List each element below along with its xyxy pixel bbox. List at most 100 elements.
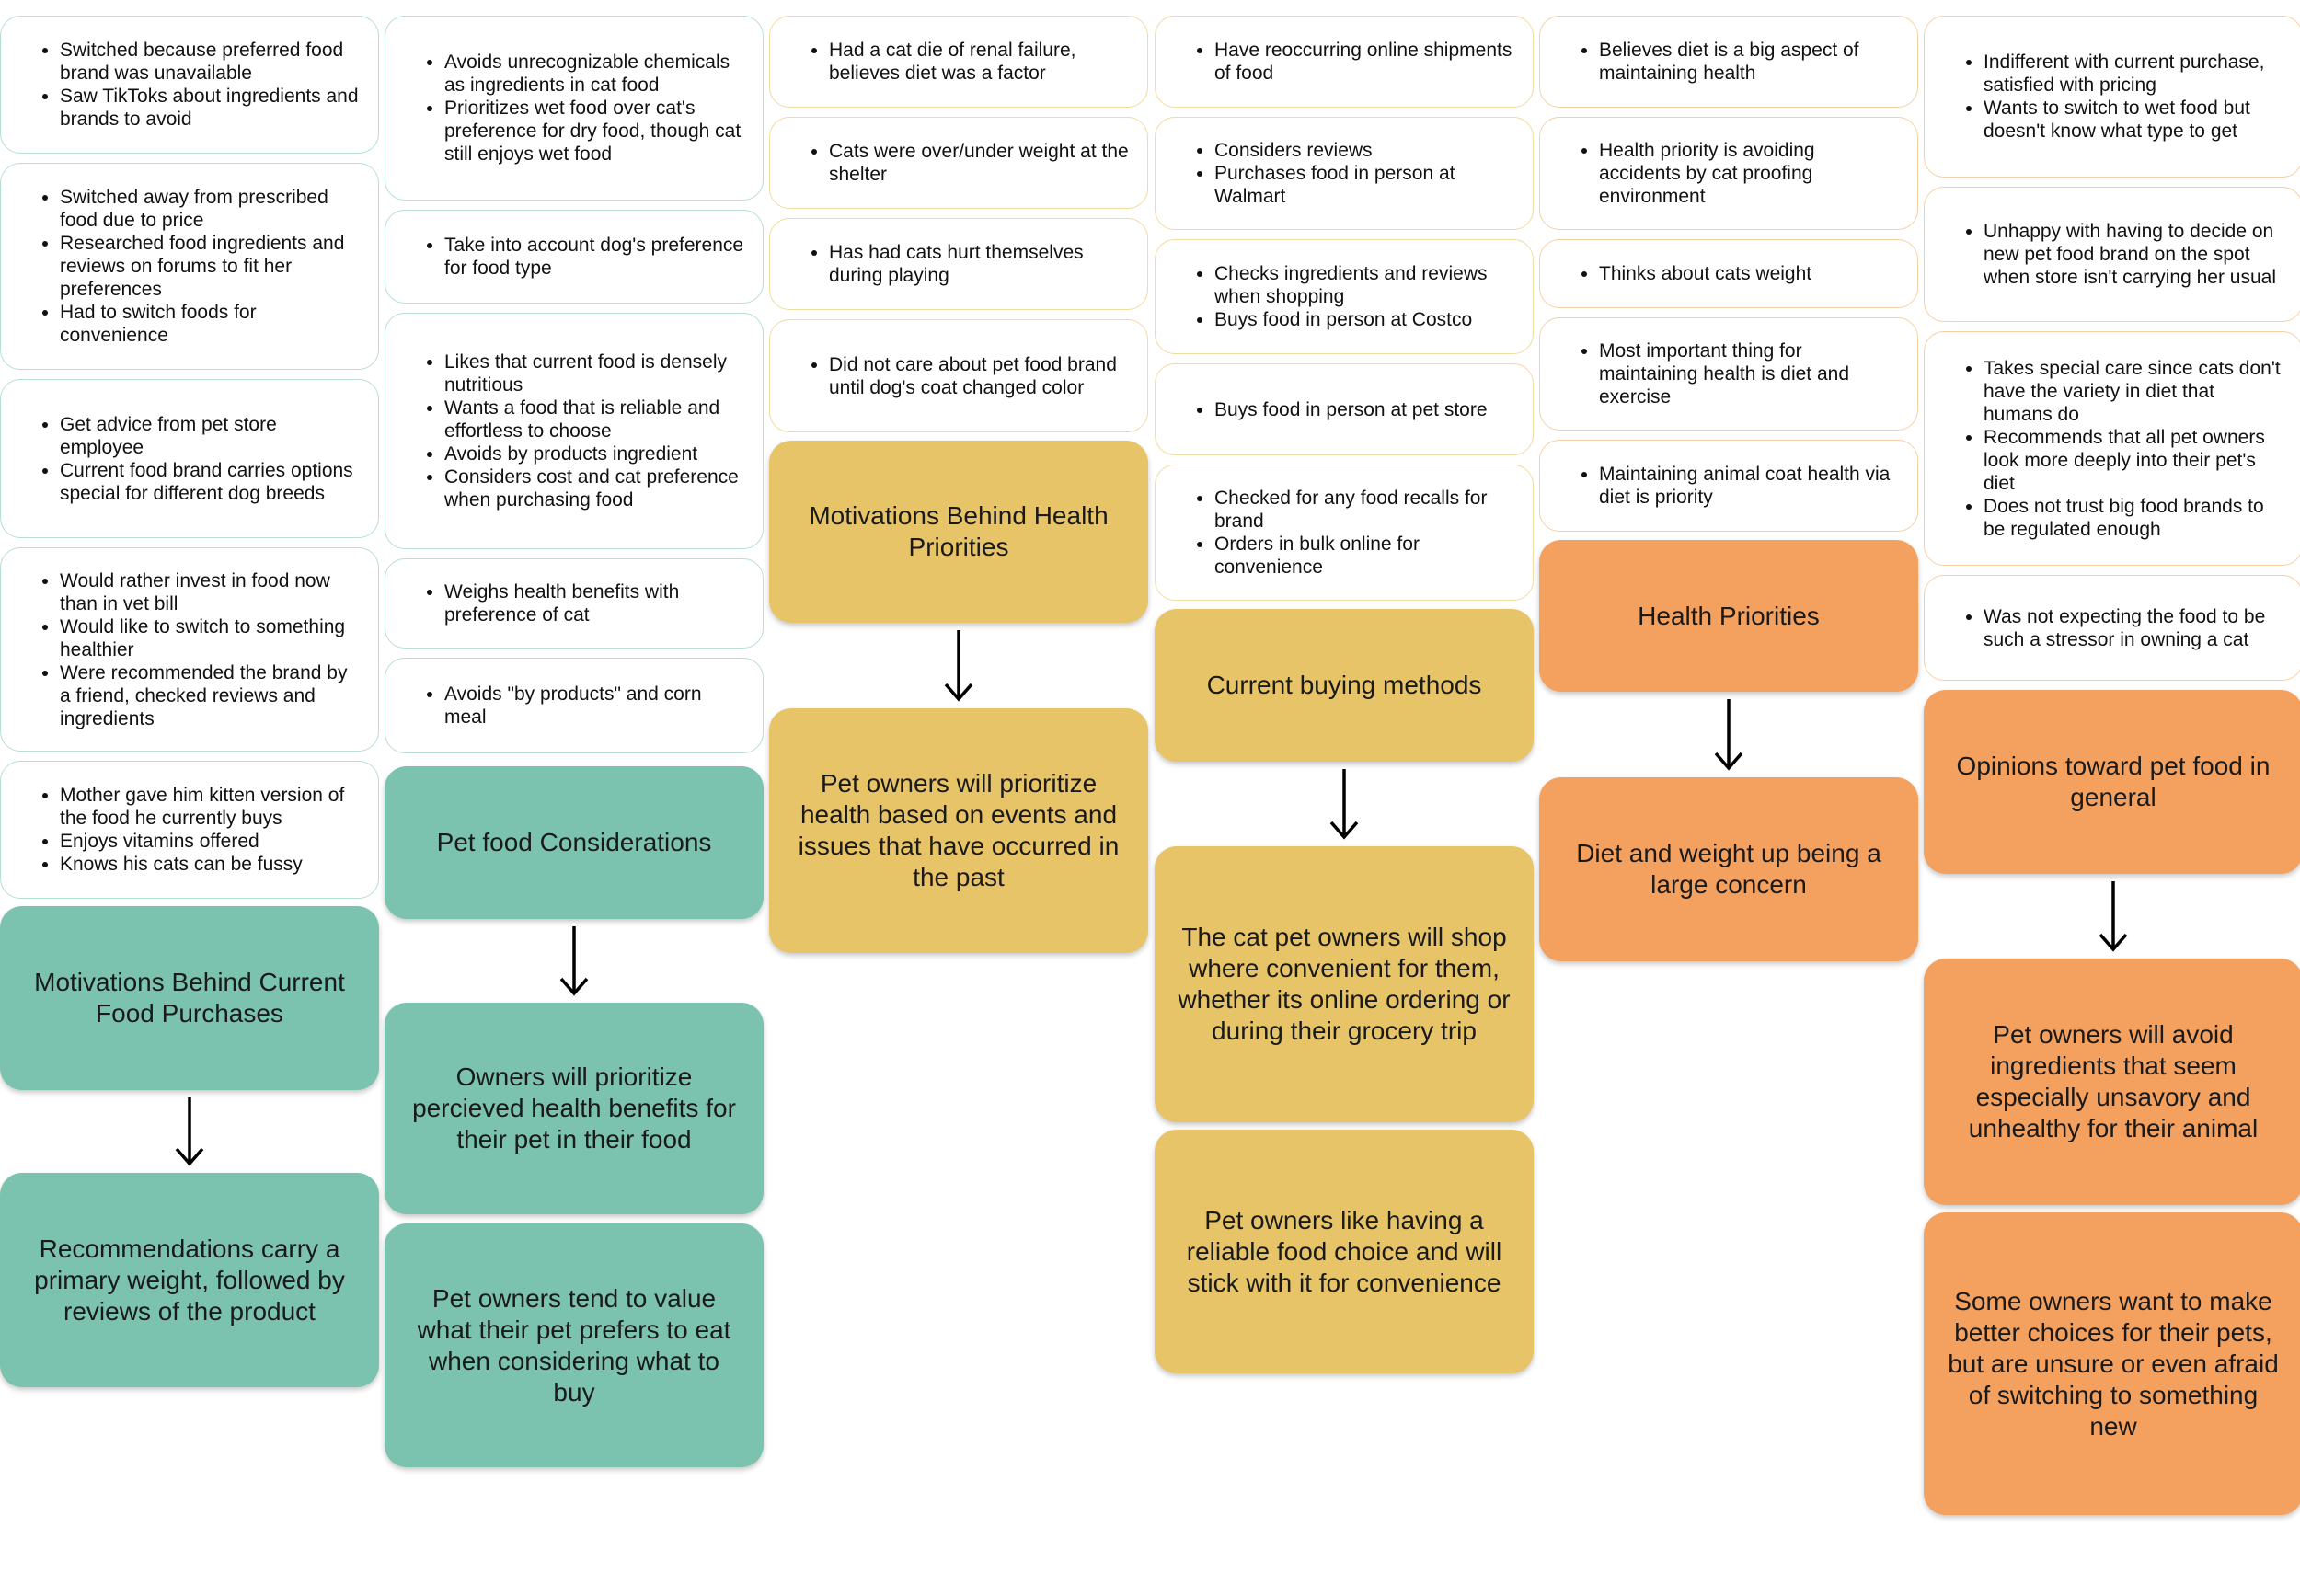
sticky-note[interactable]: Switched away from prescribed food due t… [0, 163, 379, 370]
down-arrow-icon [1155, 762, 1534, 846]
note-bullet-item: Purchases food in person at Walmart [1214, 162, 1516, 208]
note-bullet-item: Get advice from pet store employee [60, 413, 362, 459]
sticky-note[interactable]: Checked for any food recalls for brandOr… [1155, 465, 1534, 601]
cluster-header-label: Current buying methods [1206, 671, 1482, 699]
note-bullet-item: Did not care about pet food brand until … [829, 353, 1131, 399]
note-bullet-item: Would like to switch to something health… [60, 615, 362, 661]
sticky-note[interactable]: Would rather invest in food now than in … [0, 547, 379, 752]
note-bullet-item: Thinks about cats weight [1599, 262, 1811, 285]
cluster-header[interactable]: Motivations Behind Health Priorities [769, 441, 1148, 623]
insight-card[interactable]: Pet owners like having a reliable food c… [1155, 1130, 1534, 1373]
down-arrow-icon [1924, 874, 2300, 959]
insight-card[interactable]: Diet and weight up being a large concern [1539, 777, 1918, 961]
cluster-header[interactable]: Opinions toward pet food in general [1924, 690, 2300, 874]
sticky-note[interactable]: Have reoccurring online shipments of foo… [1155, 16, 1534, 108]
insight-card[interactable]: Some owners want to make better choices … [1924, 1212, 2300, 1515]
note-bullet-item: Was not expecting the food to be such a … [1984, 605, 2285, 651]
sticky-note[interactable]: Unhappy with having to decide on new pet… [1924, 187, 2300, 322]
sticky-note[interactable]: Has had cats hurt themselves during play… [769, 218, 1148, 310]
sticky-note[interactable]: Believes diet is a big aspect of maintai… [1539, 16, 1918, 108]
cluster-header[interactable]: Current buying methods [1155, 609, 1534, 762]
note-bullet-item: Considers cost and cat preference when p… [444, 465, 746, 511]
insight-text: Pet owners like having a reliable food c… [1186, 1205, 1502, 1297]
note-bullet-item: Recommends that all pet owners look more… [1984, 426, 2285, 495]
insight-card[interactable]: Pet owners tend to value what their pet … [385, 1223, 764, 1467]
note-bullet-item: Mother gave him kitten version of the fo… [60, 784, 362, 830]
cluster-header[interactable]: Health Priorities [1539, 540, 1918, 692]
cluster-header[interactable]: Pet food Considerations [385, 766, 764, 919]
insight-card[interactable]: The cat pet owners will shop where conve… [1155, 846, 1534, 1122]
sticky-note[interactable]: Weighs health benefits with preference o… [385, 558, 764, 649]
note-bullet-list: Avoids unrecognizable chemicals as ingre… [404, 51, 746, 166]
insight-card[interactable]: Recommendations carry a primary weight, … [0, 1173, 379, 1387]
note-bullet-list: Get advice from pet store employeeCurren… [19, 413, 362, 505]
down-arrow-icon [385, 919, 764, 1003]
note-bullet-list: Health priority is avoiding accidents by… [1558, 139, 1901, 208]
note-bullet-item: Checks ingredients and reviews when shop… [1214, 262, 1516, 308]
note-bullet-list: Buys food in person at pet store [1174, 398, 1488, 421]
note-bullet-list: Indifferent with current purchase, satis… [1943, 51, 2285, 143]
note-bullet-item: Were recommended the brand by a friend, … [60, 661, 362, 730]
sticky-note[interactable]: Take into account dog's preference for f… [385, 210, 764, 304]
sticky-note[interactable]: Indifferent with current purchase, satis… [1924, 16, 2300, 178]
note-bullet-item: Most important thing for maintaining hea… [1599, 339, 1901, 408]
note-bullet-list: Was not expecting the food to be such a … [1943, 605, 2285, 651]
note-bullet-list: Mother gave him kitten version of the fo… [19, 784, 362, 876]
sticky-note[interactable]: Takes special care since cats don't have… [1924, 331, 2300, 566]
insight-text: Some owners want to make better choices … [1948, 1286, 2279, 1441]
insight-card[interactable]: Owners will prioritize percieved health … [385, 1003, 764, 1214]
note-bullet-list: Switched because preferred food brand wa… [19, 39, 362, 131]
sticky-note[interactable]: Considers reviewsPurchases food in perso… [1155, 117, 1534, 230]
note-bullet-item: Checked for any food recalls for brand [1214, 487, 1516, 533]
sticky-note[interactable]: Did not care about pet food brand until … [769, 319, 1148, 432]
note-bullet-list: Have reoccurring online shipments of foo… [1174, 39, 1516, 85]
note-bullet-list: Believes diet is a big aspect of maintai… [1558, 39, 1901, 85]
sticky-note[interactable]: Mother gave him kitten version of the fo… [0, 761, 379, 899]
note-bullet-list: Checked for any food recalls for brandOr… [1174, 487, 1516, 579]
insight-card[interactable]: Pet owners will prioritize health based … [769, 708, 1148, 953]
note-bullet-item: Does not trust big food brands to be reg… [1984, 495, 2285, 541]
cluster-header-label: Health Priorities [1638, 601, 1820, 630]
note-bullet-list: Unhappy with having to decide on new pet… [1943, 220, 2285, 289]
sticky-note[interactable]: Switched because preferred food brand wa… [0, 16, 379, 154]
note-bullet-item: Would rather invest in food now than in … [60, 569, 362, 615]
note-bullet-list: Switched away from prescribed food due t… [19, 186, 362, 347]
note-bullet-list: Has had cats hurt themselves during play… [788, 241, 1131, 287]
note-bullet-item: Had a cat die of renal failure, believes… [829, 39, 1131, 85]
insight-card[interactable]: Pet owners will avoid ingredients that s… [1924, 959, 2300, 1205]
note-bullet-list: Considers reviewsPurchases food in perso… [1174, 139, 1516, 208]
cluster-header[interactable]: Motivations Behind Current Food Purchase… [0, 906, 379, 1090]
note-bullet-item: Likes that current food is densely nutri… [444, 350, 746, 396]
note-bullet-item: Have reoccurring online shipments of foo… [1214, 39, 1516, 85]
sticky-note[interactable]: Had a cat die of renal failure, believes… [769, 16, 1148, 108]
sticky-note[interactable]: Thinks about cats weight [1539, 239, 1918, 308]
sticky-note[interactable]: Get advice from pet store employeeCurren… [0, 379, 379, 538]
note-bullet-item: Current food brand carries options speci… [60, 459, 362, 505]
sticky-note[interactable]: Cats were over/under weight at the shelt… [769, 117, 1148, 209]
note-bullet-list: Weighs health benefits with preference o… [404, 580, 746, 626]
note-bullet-item: Enjoys vitamins offered [60, 830, 362, 853]
note-bullet-item: Switched because preferred food brand wa… [60, 39, 362, 85]
sticky-note[interactable]: Maintaining animal coat health via diet … [1539, 440, 1918, 532]
note-bullet-list: Most important thing for maintaining hea… [1558, 339, 1901, 408]
note-bullet-list: Avoids "by products" and corn meal [404, 683, 746, 729]
cluster-header-label: Motivations Behind Current Food Purchase… [34, 968, 345, 1028]
sticky-note[interactable]: Avoids "by products" and corn meal [385, 658, 764, 753]
sticky-note[interactable]: Buys food in person at pet store [1155, 363, 1534, 455]
sticky-note[interactable]: Avoids unrecognizable chemicals as ingre… [385, 16, 764, 201]
sticky-note[interactable]: Likes that current food is densely nutri… [385, 313, 764, 549]
sticky-note[interactable]: Was not expecting the food to be such a … [1924, 575, 2300, 681]
note-bullet-list: Cats were over/under weight at the shelt… [788, 140, 1131, 186]
down-arrow-icon [769, 623, 1148, 708]
sticky-note[interactable]: Checks ingredients and reviews when shop… [1155, 239, 1534, 354]
cluster-header-label: Pet food Considerations [436, 828, 712, 856]
sticky-note[interactable]: Most important thing for maintaining hea… [1539, 317, 1918, 431]
note-bullet-item: Avoids "by products" and corn meal [444, 683, 746, 729]
note-bullet-item: Buys food in person at pet store [1214, 398, 1488, 421]
sticky-note[interactable]: Health priority is avoiding accidents by… [1539, 117, 1918, 230]
note-bullet-list: Would rather invest in food now than in … [19, 569, 362, 730]
note-bullet-item: Take into account dog's preference for f… [444, 234, 746, 280]
note-bullet-list: Takes special care since cats don't have… [1943, 357, 2285, 541]
note-bullet-item: Had to switch foods for convenience [60, 301, 362, 347]
